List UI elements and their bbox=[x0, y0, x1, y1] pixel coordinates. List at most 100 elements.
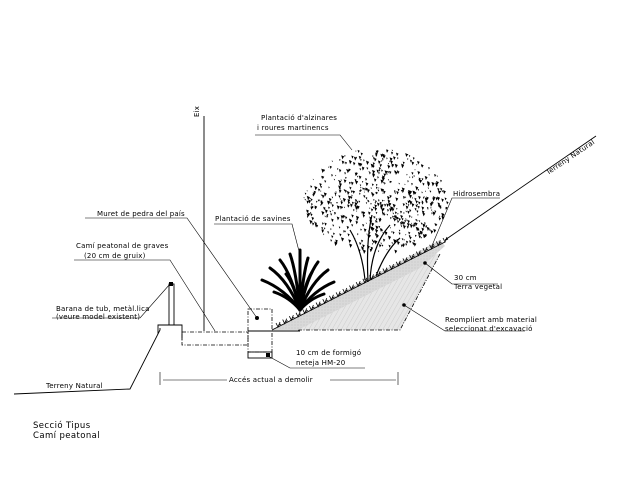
tree-leaf bbox=[328, 206, 330, 210]
tree-leaf bbox=[416, 210, 419, 213]
tree-leaf bbox=[440, 187, 443, 191]
tree-leaf bbox=[440, 190, 442, 193]
tree-leaf bbox=[431, 212, 433, 215]
tree-leaf bbox=[375, 183, 378, 187]
tree-leaf bbox=[421, 200, 424, 203]
tree-leaf bbox=[344, 216, 348, 220]
tree-leaf bbox=[409, 200, 413, 205]
tree-leaf bbox=[422, 196, 425, 199]
tree-leaf bbox=[358, 155, 362, 160]
tree-leaf bbox=[358, 249, 361, 252]
tree-leaf bbox=[331, 174, 333, 177]
hydroseed-mark bbox=[329, 294, 335, 301]
tree-leaf bbox=[366, 233, 368, 235]
hydroseed-mark bbox=[389, 264, 395, 271]
tree-leaf bbox=[344, 172, 347, 175]
tree-leaf bbox=[381, 199, 384, 202]
tree-leaf bbox=[387, 199, 391, 204]
sabine-shrub bbox=[260, 248, 336, 312]
tree-leaf bbox=[391, 242, 393, 245]
tree-leaf bbox=[400, 210, 403, 214]
tree-leaf bbox=[379, 201, 382, 205]
hydroseed-mark bbox=[382, 267, 389, 274]
tree-leaf bbox=[375, 220, 378, 223]
hydroseed-mark bbox=[429, 243, 435, 250]
tree-leaf bbox=[417, 205, 420, 209]
tree-leaf bbox=[382, 212, 385, 216]
tree-leaf bbox=[382, 192, 384, 195]
tree-leaf bbox=[393, 217, 397, 222]
tree-leaf bbox=[401, 217, 404, 221]
tree-leaf bbox=[398, 229, 401, 232]
tree-leaf bbox=[425, 225, 428, 227]
tree-leaf bbox=[399, 233, 401, 235]
tree-leaf bbox=[396, 240, 400, 246]
tree-leaf bbox=[342, 197, 346, 203]
tree-leaf bbox=[422, 212, 426, 217]
tree-leaf bbox=[339, 159, 341, 162]
tree-leaf bbox=[392, 203, 396, 209]
tree-leaf bbox=[311, 216, 315, 221]
sabines-label: Plantació de savines bbox=[215, 215, 291, 223]
tree-leaf bbox=[392, 215, 394, 219]
tree-leaf bbox=[372, 240, 374, 243]
tree-leaf bbox=[341, 206, 344, 209]
tree-leaf bbox=[353, 156, 357, 161]
tree-leaf bbox=[432, 196, 436, 200]
tree-leaf bbox=[374, 200, 377, 204]
tree-leaf bbox=[382, 238, 386, 242]
tree-leaf bbox=[312, 192, 316, 196]
tree-leaf bbox=[310, 203, 313, 206]
tree-leaf bbox=[363, 228, 367, 233]
oak-tree bbox=[303, 149, 449, 283]
tree-leaf bbox=[386, 203, 389, 208]
tree-leaf bbox=[437, 202, 440, 206]
tree-leaf bbox=[378, 171, 380, 175]
tree-leaf bbox=[424, 175, 428, 180]
tree-leaf bbox=[409, 176, 411, 179]
tree-leaf bbox=[376, 202, 380, 207]
tree-leaf bbox=[343, 179, 347, 184]
tree-leaf bbox=[335, 194, 337, 197]
tree-leaf bbox=[365, 222, 367, 225]
tree-leaf bbox=[332, 232, 335, 236]
tree-leaf bbox=[396, 207, 398, 210]
tree-leaf bbox=[340, 201, 343, 205]
tree-leaf bbox=[407, 222, 410, 227]
tree-leaf bbox=[427, 208, 429, 210]
tree-leaf bbox=[363, 159, 365, 162]
shrub-blade bbox=[298, 270, 314, 312]
tree-leaf bbox=[375, 211, 378, 215]
tree-leaf bbox=[422, 182, 425, 186]
tree-leaf bbox=[415, 204, 418, 207]
tree-leaf bbox=[368, 211, 371, 216]
tree-leaf bbox=[408, 155, 411, 158]
tree-leaf bbox=[378, 225, 381, 229]
tree-leaf bbox=[439, 206, 442, 210]
tree-leaf bbox=[386, 248, 388, 251]
tree-leaf bbox=[321, 210, 325, 216]
tree-leaf bbox=[324, 209, 328, 214]
tree-leaf bbox=[361, 180, 364, 183]
tree-leaf bbox=[381, 229, 383, 232]
tree-leaf bbox=[382, 190, 386, 195]
tree-leaf bbox=[359, 168, 362, 171]
tree-leaf bbox=[428, 166, 430, 170]
tree-leaf bbox=[350, 190, 353, 194]
tree-leaf bbox=[418, 177, 421, 181]
tree-trunk bbox=[366, 214, 373, 283]
tree-leaf bbox=[357, 233, 359, 236]
tree-leaf bbox=[432, 211, 436, 216]
tree-leaf bbox=[347, 201, 351, 205]
tree-leaf bbox=[376, 221, 378, 224]
tree-leaf bbox=[407, 210, 410, 214]
concrete-label-1: 10 cm de formigó bbox=[296, 349, 361, 357]
tree-leaf bbox=[395, 216, 399, 221]
tree-leaf bbox=[430, 229, 434, 235]
tree-leaf bbox=[446, 201, 449, 205]
tree-leaf bbox=[411, 182, 413, 186]
tree-leaf bbox=[384, 154, 386, 157]
tree-leaf bbox=[349, 243, 353, 248]
tree-leaf bbox=[390, 206, 394, 211]
tree-leaf bbox=[380, 242, 382, 245]
